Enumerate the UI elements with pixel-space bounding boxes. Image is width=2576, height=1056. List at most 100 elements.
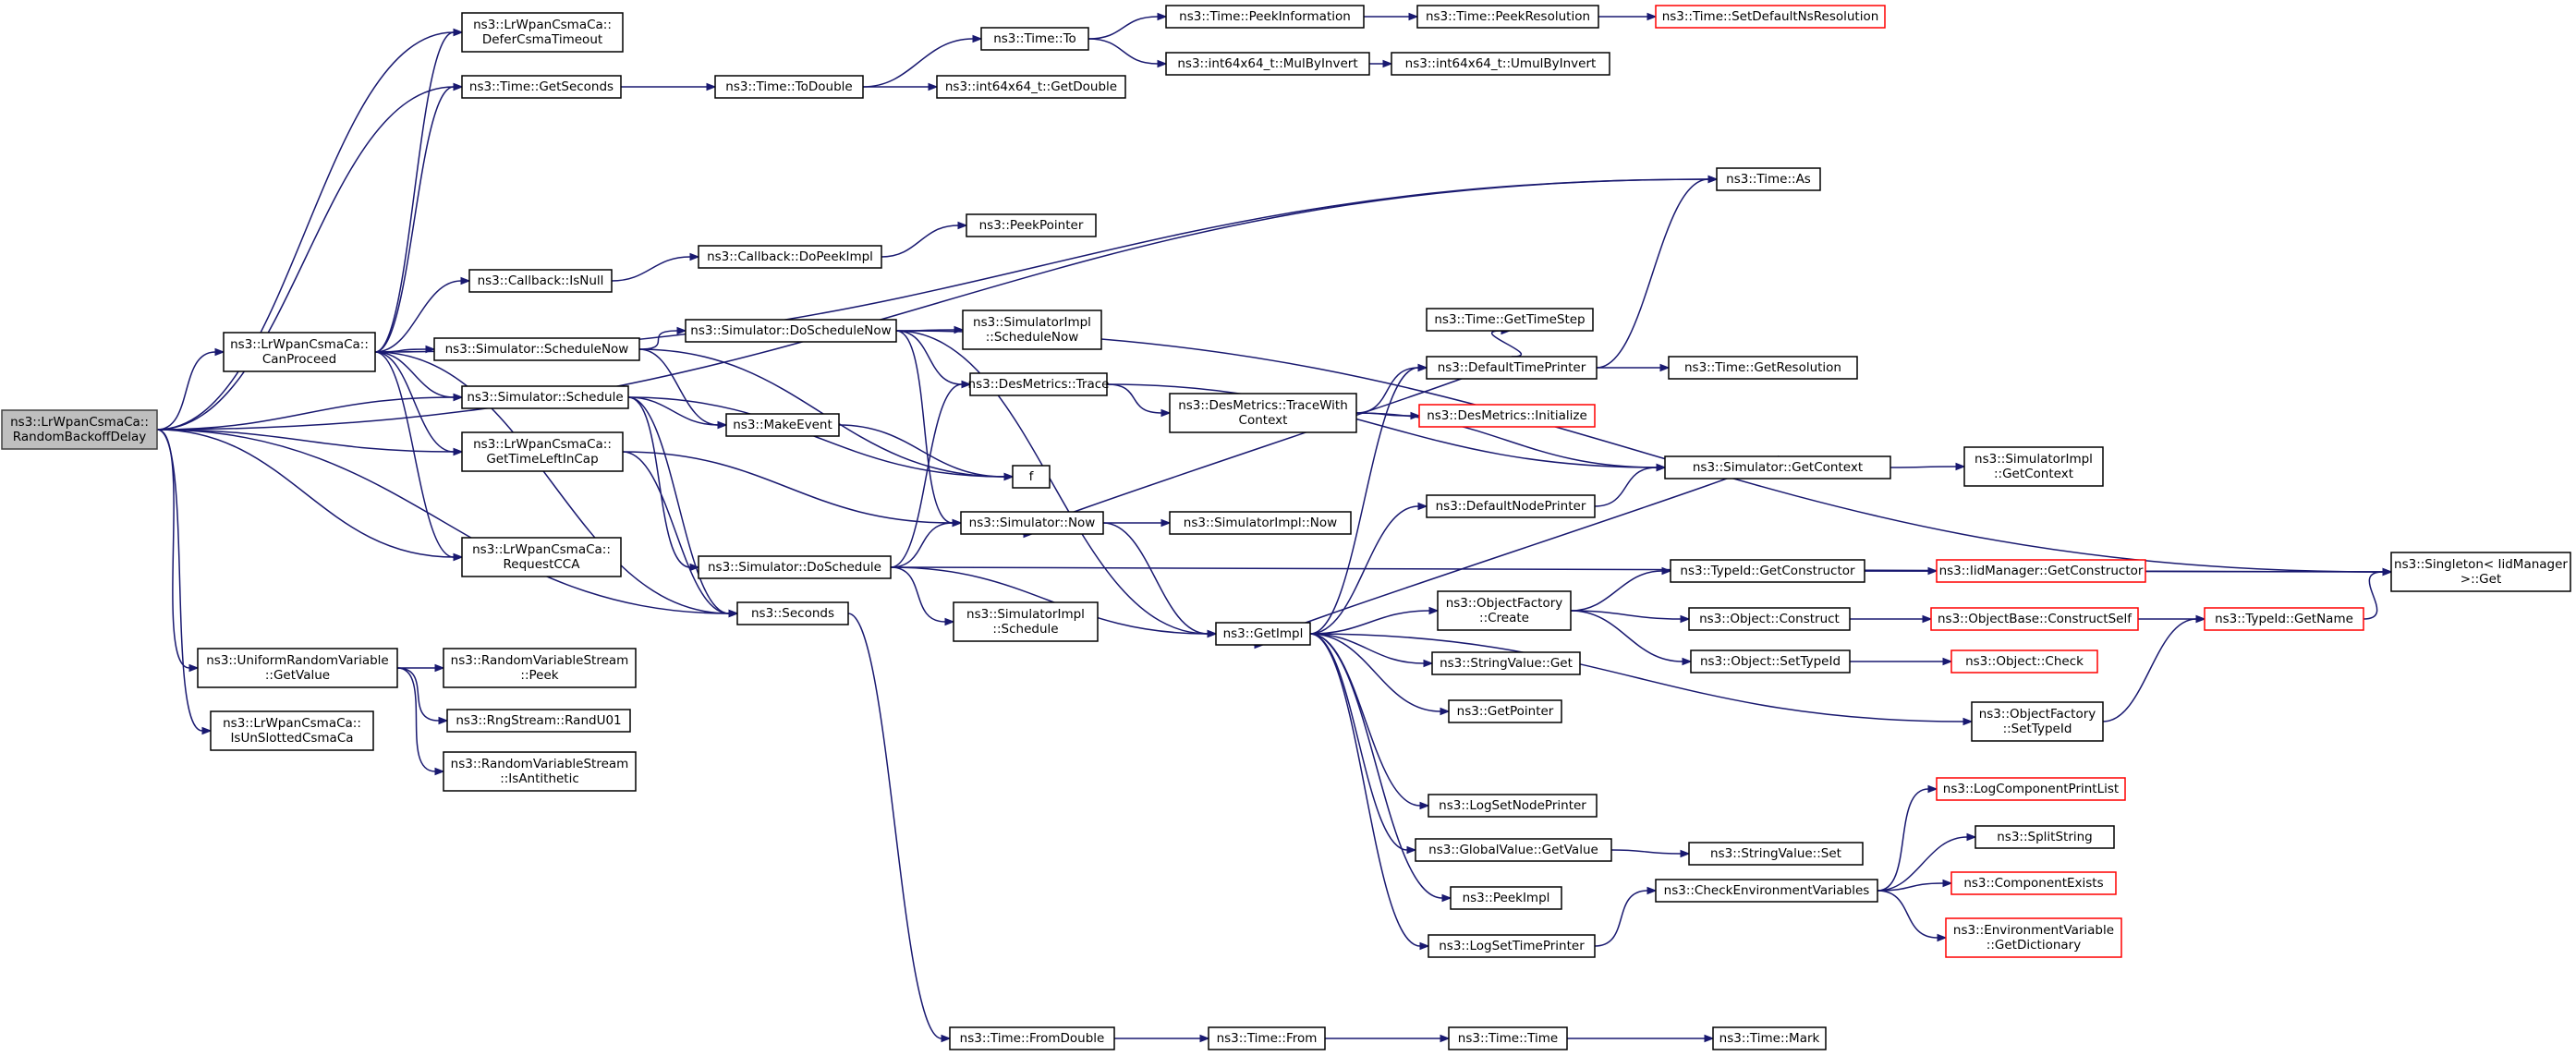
node-sim-impl-get-ctx[interactable]: ns3::SimulatorImpl::GetContext	[1963, 446, 2104, 487]
node-get-context[interactable]: ns3::Simulator::GetContext	[1664, 455, 1891, 479]
node-peek-info[interactable]: ns3::Time::PeekInformation	[1165, 5, 1365, 29]
node-do-sched-now[interactable]: ns3::Simulator::DoScheduleNow	[685, 319, 897, 343]
node-can-proceed[interactable]: ns3::LrWpanCsmaCa::CanProceed	[223, 332, 376, 372]
node-des-init[interactable]: ns3::DesMetrics::Initialize	[1418, 404, 1596, 428]
node-split-string[interactable]: ns3::SplitString	[1975, 825, 2115, 849]
node-singleton-get[interactable]: ns3::Singleton< IidManager>::Get	[2390, 552, 2571, 592]
node-do-peek-impl[interactable]: ns3::Callback::DoPeekImpl	[698, 245, 882, 269]
node-str-val-set[interactable]: ns3::StringValue::Set	[1688, 842, 1864, 866]
node-box	[953, 601, 1099, 642]
node-box	[736, 601, 849, 625]
node-time-mark[interactable]: ns3::Time::Mark	[1712, 1026, 1827, 1050]
node-get-res[interactable]: ns3::Time::GetResolution	[1668, 356, 1858, 380]
node-obj-check[interactable]: ns3::Object::Check	[1950, 649, 2098, 674]
node-time-time[interactable]: ns3::Time::Time	[1448, 1026, 1568, 1050]
node-rand-u01[interactable]: ns3::RngStream::RandU01	[446, 709, 631, 733]
node-des-trace[interactable]: ns3::DesMetrics::Trace	[968, 372, 1110, 396]
node-sim-impl-now[interactable]: ns3::SimulatorImpl::Now	[1169, 511, 1352, 535]
node-label: DeferCsmaTimeout	[482, 32, 602, 47]
node-box	[1416, 5, 1599, 29]
node-label: ns3::GetPointer	[1457, 704, 1554, 719]
node-from-double[interactable]: ns3::Time::FromDouble	[949, 1026, 1115, 1050]
node-comp-exists[interactable]: ns3::ComponentExists	[1950, 871, 2117, 895]
node-box	[1664, 455, 1891, 479]
node-env-get-dict[interactable]: ns3::EnvironmentVariable::GetDictionary	[1945, 917, 2122, 958]
node-label: ns3::TypeId::GetName	[2215, 612, 2353, 626]
node-set-def-ns[interactable]: ns3::Time::SetDefaultNsResolution	[1655, 5, 1886, 29]
node-sim-impl-sched-now[interactable]: ns3::SimulatorImpl::ScheduleNow	[962, 310, 1102, 350]
node-box	[1668, 356, 1858, 380]
node-sim-impl-sched[interactable]: ns3::SimulatorImpl::Schedule	[953, 601, 1099, 642]
node-log-set-time[interactable]: ns3::LogSetTimePrinter	[1428, 934, 1596, 958]
node-box	[980, 27, 1089, 51]
edge-sim-schedule-to-f	[627, 396, 1005, 478]
node-log-comp-print[interactable]: ns3::LogComponentPrintList	[1936, 777, 2126, 801]
node-time-as[interactable]: ns3::Time::As	[1716, 167, 1821, 191]
node-root[interactable]: ns3::LrWpanCsmaCa::RandomBackoffDelay	[1, 409, 158, 450]
node-make-event[interactable]: ns3::MakeEvent	[725, 413, 840, 437]
node-is-null[interactable]: ns3::Callback::IsNull	[468, 269, 613, 293]
node-tid-get-ctor[interactable]: ns3::TypeId::GetConstructor	[1670, 559, 1865, 583]
node-time-step[interactable]: ns3::Time::GetTimeStep	[1426, 308, 1594, 332]
node-is-antithetic[interactable]: ns3::RandomVariableStream::IsAntithetic	[443, 751, 637, 792]
node-peek-ptr[interactable]: ns3::PeekPointer	[966, 213, 1097, 237]
node-peek-impl[interactable]: ns3::PeekImpl	[1450, 886, 1562, 910]
node-box	[962, 310, 1102, 350]
node-get-time-left[interactable]: ns3::LrWpanCsmaCa::GetTimeLeftInCap	[461, 431, 624, 472]
edge-obj-fact-set-tid-to-tid-get-name	[2102, 618, 2197, 722]
node-to-double[interactable]: ns3::Time::ToDouble	[714, 75, 864, 99]
node-get-double[interactable]: ns3::int64x64_t::GetDouble	[936, 75, 1126, 99]
node-f[interactable]: f	[1012, 465, 1051, 489]
node-global-get-value[interactable]: ns3::GlobalValue::GetValue	[1415, 838, 1612, 862]
node-label: ns3::int64x64_t::UmulByInvert	[1405, 56, 1597, 71]
node-seconds[interactable]: ns3::Seconds	[736, 601, 849, 625]
node-sim-now[interactable]: ns3::Simulator::Now	[960, 511, 1104, 535]
arrowhead-icon	[1160, 408, 1172, 418]
node-urv-get-value[interactable]: ns3::UniformRandomVariable::GetValue	[197, 648, 398, 688]
node-box	[1670, 559, 1865, 583]
node-peek-res[interactable]: ns3::Time::PeekResolution	[1416, 5, 1599, 29]
node-label: ns3::LrWpanCsmaCa::	[473, 18, 612, 32]
arrowhead-icon	[1922, 614, 1933, 624]
node-is-unslotted[interactable]: ns3::LrWpanCsmaCa::IsUnSlottedCsmaCa	[210, 710, 374, 751]
node-time-from[interactable]: ns3::Time::From	[1208, 1026, 1326, 1050]
node-get-pointer[interactable]: ns3::GetPointer	[1448, 699, 1562, 723]
node-get-impl[interactable]: ns3::GetImpl	[1215, 622, 1311, 646]
node-label: ns3::Singleton< IidManager	[2394, 557, 2568, 572]
node-obj-construct[interactable]: ns3::Object::Construct	[1688, 607, 1851, 631]
node-sim-schedule[interactable]: ns3::Simulator::Schedule	[461, 385, 629, 409]
node-label: ns3::int64x64_t::MulByInvert	[1177, 56, 1357, 71]
call-nodes: ns3::LrWpanCsmaCa::RandomBackoffDelayns3…	[1, 5, 2571, 1050]
edge-check-env-to-comp-exists	[1877, 882, 1944, 892]
node-request-cca[interactable]: ns3::LrWpanCsmaCa::RequestCCA	[461, 537, 622, 577]
node-umul-by-inv[interactable]: ns3::int64x64_t::UmulByInvert	[1391, 52, 1610, 76]
node-label: ns3::ObjectFactory	[1446, 596, 1563, 611]
node-do-schedule[interactable]: ns3::Simulator::DoSchedule	[698, 555, 892, 579]
node-label: f	[1029, 469, 1035, 484]
edge-get-impl-to-def-node-printer	[1309, 505, 1419, 635]
node-def-time-printer[interactable]: ns3::DefaultTimePrinter	[1426, 356, 1598, 380]
node-mul-by-inv[interactable]: ns3::int64x64_t::MulByInvert	[1165, 52, 1370, 76]
node-def-node-printer[interactable]: ns3::DefaultNodePrinter	[1426, 494, 1596, 518]
node-iid-get-ctor[interactable]: ns3::IidManager::GetConstructor	[1936, 559, 2146, 583]
node-obj-set-tid[interactable]: ns3::Object::SetTypeId	[1690, 649, 1851, 674]
node-check-env[interactable]: ns3::CheckEnvironmentVariables	[1655, 879, 1878, 903]
edge-def-time-printer-to-time-as	[1596, 178, 1709, 369]
edge-time-to-to-peek-info	[1088, 16, 1159, 40]
node-rvs-peek[interactable]: ns3::RandomVariableStream::Peek	[443, 648, 637, 688]
node-obj-fact-create[interactable]: ns3::ObjectFactory::Create	[1437, 590, 1572, 631]
node-get-seconds[interactable]: ns3::Time::GetSeconds	[461, 75, 622, 99]
node-label: ns3::LrWpanCsmaCa::	[472, 542, 611, 557]
edge-root-to-defer-csma	[156, 31, 455, 431]
arrowhead-icon	[1157, 59, 1168, 68]
node-str-val-get[interactable]: ns3::StringValue::Get	[1431, 651, 1581, 675]
node-obj-base-ctor-self[interactable]: ns3::ObjectBase::ConstructSelf	[1930, 607, 2139, 631]
node-sched-now[interactable]: ns3::Simulator::ScheduleNow	[433, 337, 640, 361]
node-tid-get-name[interactable]: ns3::TypeId::GetName	[2204, 607, 2364, 631]
node-time-to[interactable]: ns3::Time::To	[980, 27, 1089, 51]
node-log-set-node[interactable]: ns3::LogSetNodePrinter	[1428, 794, 1598, 818]
node-defer-csma[interactable]: ns3::LrWpanCsmaCa::DeferCsmaTimeout	[461, 12, 624, 53]
node-label: ns3::SimulatorImpl	[973, 315, 1091, 330]
node-obj-fact-set-tid[interactable]: ns3::ObjectFactory::SetTypeId	[1971, 701, 2104, 742]
